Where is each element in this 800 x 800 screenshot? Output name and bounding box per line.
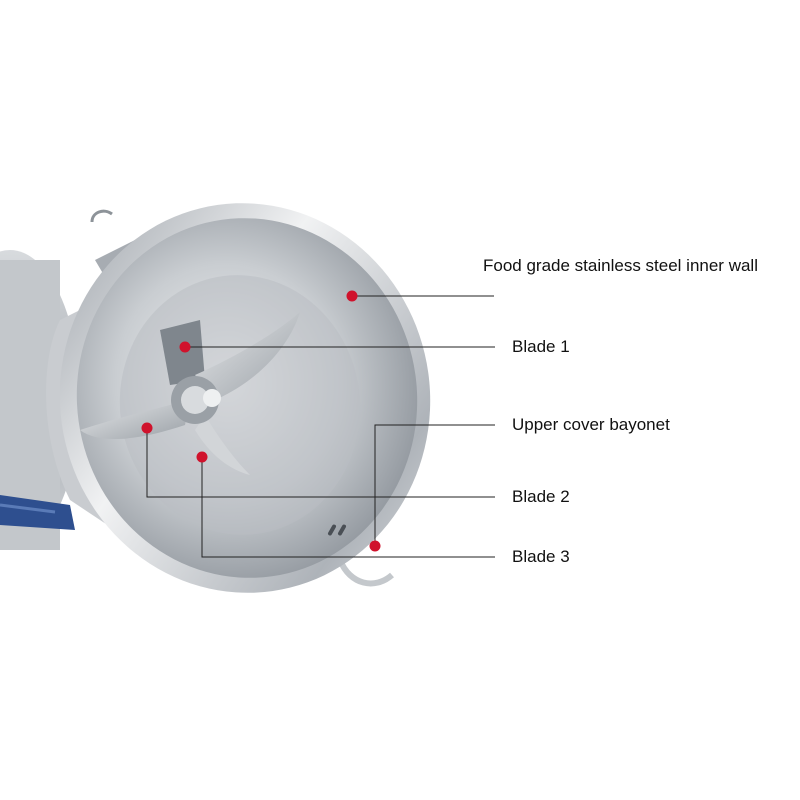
callout-label-blade2: Blade 2 bbox=[512, 487, 570, 506]
marker-bayonet bbox=[369, 540, 381, 552]
marker-blade2 bbox=[141, 422, 153, 434]
callout-label-bayonet: Upper cover bayonet bbox=[512, 415, 670, 434]
callout-label-blade3: Blade 3 bbox=[512, 547, 570, 566]
blade-1-shape bbox=[160, 320, 205, 385]
leader-line-blade3 bbox=[201, 457, 495, 558]
bayonet-slot bbox=[328, 524, 336, 536]
leader-lines bbox=[146, 295, 495, 558]
marker-blade3 bbox=[196, 451, 208, 463]
leader-line-bayonet bbox=[374, 424, 495, 546]
blade-nut bbox=[181, 386, 209, 414]
bottom-latch bbox=[337, 558, 394, 587]
leader-line-blade2 bbox=[146, 428, 495, 498]
blade-2-shape bbox=[80, 400, 190, 440]
blade-3-shape bbox=[195, 415, 250, 475]
blade-assembly bbox=[80, 312, 300, 475]
marker-blade1 bbox=[179, 341, 191, 353]
callout-label-wall: Food grade stainless steel inner wall bbox=[483, 256, 758, 275]
callout-markers bbox=[141, 290, 381, 552]
grinder-cup bbox=[59, 203, 431, 593]
bayonet-slot bbox=[338, 524, 346, 536]
callout-label-blade1: Blade 1 bbox=[512, 337, 570, 356]
upper-blade-shape bbox=[195, 312, 300, 400]
blue-switch-panel bbox=[0, 495, 75, 530]
marker-wall bbox=[346, 290, 358, 302]
